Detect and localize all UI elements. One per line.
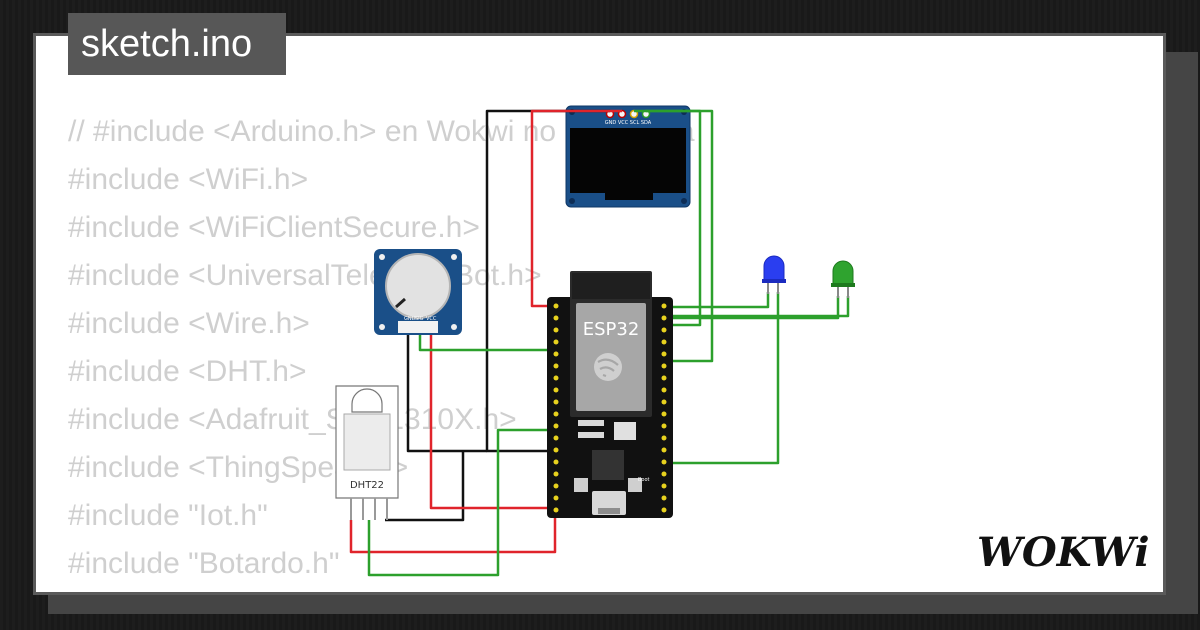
- code-line: #include <Adafruit_SSD1310X.h>: [68, 403, 517, 436]
- oled-display[interactable]: GND VCC SCL SDA: [565, 105, 691, 208]
- esp32-board[interactable]: ESP32 Boot: [547, 271, 673, 518]
- wokwi-logo-text: WOKWi: [977, 529, 1150, 576]
- led-blue[interactable]: [762, 255, 786, 294]
- pot-pin-sig: SIG: [415, 316, 424, 322]
- code-line: #include "Botardo.h": [68, 547, 340, 580]
- dht22-sensor[interactable]: DHT22: [335, 385, 399, 520]
- code-line: #include <DHT.h>: [68, 355, 307, 388]
- pot-pin-vcc: VCC: [426, 316, 437, 322]
- code-line: #include "Iot.h": [68, 499, 268, 532]
- file-tab-sketch[interactable]: sketch.ino: [68, 13, 286, 75]
- oled-pin-labels: GND VCC SCL SDA: [605, 120, 652, 126]
- led-green[interactable]: [831, 260, 855, 298]
- code-line: #include <WiFi.h>: [68, 163, 309, 196]
- code-line: #include <UniversalTelegramBot.h>: [68, 259, 542, 292]
- knob-icon[interactable]: [385, 253, 451, 319]
- esp32-label: ESP32: [583, 319, 640, 340]
- boot-label: Boot: [638, 477, 650, 483]
- code-line: #include <Wire.h>: [68, 307, 310, 340]
- code-line: #include <WiFiClientSecure.h>: [68, 211, 480, 244]
- dht22-label: DHT22: [350, 480, 384, 491]
- potentiometer[interactable]: GND SIG VCC: [374, 249, 462, 335]
- wokwi-logo-icon: WOKWi: [977, 529, 1150, 576]
- pot-pin-gnd: GND: [404, 316, 416, 322]
- wires: [349, 109, 850, 577]
